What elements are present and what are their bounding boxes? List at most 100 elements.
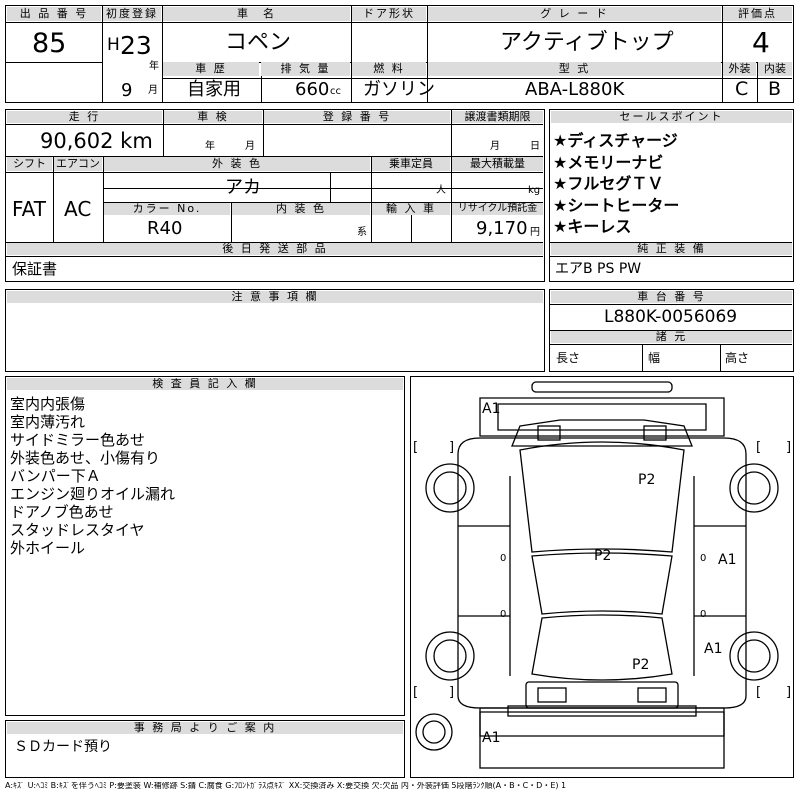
recycle-value: 9,170 [476,218,528,239]
first-reg-header: 初度登録 [103,7,161,21]
grade-value: アクティブトップ [500,30,674,55]
aircon-header: エアコン [54,157,102,171]
aircon-value: AC [64,197,92,221]
reg-month: 9 [121,80,133,101]
bracket: ] [449,685,455,700]
zero-mark: 0 [500,553,507,564]
inspector-note: 外装色あせ、小傷有り [10,449,161,467]
year-unit: 年 [149,61,159,72]
ext-color-value: アカ [225,177,261,198]
month-unit: 月 [148,85,158,96]
sales-points-header: セールスポイント [551,111,792,123]
car-diagram [415,381,779,769]
history-header: 車 歴 [163,62,259,76]
inspection-month: 月 [245,141,255,152]
sales-points-list: ★ディスチャージ ★メモリーナビ ★フルセグＴＶ ★シートヒーター ★キーレス [553,130,679,238]
int-color-unit: 系 [357,227,367,238]
exterior-score: C [735,78,749,100]
displacement-unit: cc [330,86,341,97]
color-no-value: R40 [147,218,183,239]
registration-header: 登 録 番 号 [264,111,450,123]
inspector-note: 室内内張傷 [10,395,86,413]
inspection-header: 車 検 [164,111,262,123]
sales-point-item: ★ディスチャージ [553,131,678,150]
shift-value: FAT [12,197,47,221]
sales-point-item: ★キーレス [553,217,632,236]
chassis-box [549,289,794,372]
int-color-header: 内 装 色 [232,203,370,215]
max-load-header: 最大積載量 [452,157,543,171]
inspector-header: 検 査 員 記 入 欄 [7,378,403,390]
inspector-note: 外ホイール [10,539,86,557]
color-no-header: カラー No. [104,203,230,215]
office-note: ＳＤカード預り [14,739,112,755]
inspector-box [5,376,405,716]
bracket: [ [413,440,419,455]
bracket: ] [786,440,792,455]
inspector-note: ドアノブ色あせ [10,503,114,521]
car-diagram-box [410,376,794,778]
sales-points-box [549,109,794,282]
mileage-value: 90,602 km [40,129,153,153]
door-type-header: ドア形状 [352,7,426,21]
genuine-equipment-value: エアB PS PW [555,261,642,277]
model-code-value: ABA-L880K [525,79,625,100]
interior-score: B [768,78,782,100]
inspector-note: サイドミラー色あせ [10,431,146,449]
inspection-year: 年 [205,141,215,152]
damage-mark: A1 [718,552,737,568]
lot-no-header: 出 品 番 号 [7,7,101,21]
chassis-header: 車 台 番 号 [551,291,792,303]
capacity-unit: 人 [436,185,446,196]
shift-header: シフト [7,157,52,171]
displacement-header: 排 気 量 [261,62,350,76]
damage-mark: P2 [638,472,656,488]
height-label: 高さ [725,351,750,365]
car-name: コペン [225,30,292,55]
damage-mark: A1 [704,641,723,657]
transfer-header: 譲渡書類期限 [452,111,543,123]
transfer-month: 月 [490,141,500,152]
recycle-unit: 円 [530,227,540,238]
car-name-header: 車 名 [163,7,350,21]
lot-number: 85 [32,28,67,59]
sales-point-item: ★シートヒーター [553,195,680,215]
zero-mark: 0 [700,553,707,564]
import-header: 輸 入 車 [372,203,450,215]
inspector-note: スタッドレスタイヤ [10,521,145,539]
length-label: 長さ [556,351,581,365]
recycle-header: リサイクル預託金 [452,203,543,215]
score-header: 評価点 [723,7,792,21]
history-value: 自家用 [187,79,241,100]
later-parts-header: 後 日 発 送 部 品 [7,243,543,255]
inspector-notes-list: 室内内張傷 室内薄汚れ サイドミラー色あせ 外装色あせ、小傷有り バンパー下Ａ … [10,395,175,557]
exterior-header: 外装 [723,62,756,76]
inspector-note: バンパー下Ａ [10,467,101,485]
model-code-header: 型 式 [428,62,721,76]
bracket: ] [449,440,455,455]
bracket: [ [413,685,419,700]
genuine-equipment-header: 純 正 装 備 [551,243,792,255]
damage-mark: P2 [594,548,612,564]
office-box [5,720,405,778]
bracket: [ [756,440,762,455]
later-parts-value: 保証書 [12,260,58,278]
max-load-unit: kg [528,185,541,196]
fuel-header: 燃 料 [352,62,426,76]
mileage-header: 走 行 [7,111,162,123]
mid-info-box [5,109,545,282]
zero-mark: 0 [700,609,707,620]
damage-mark: P2 [632,657,650,673]
bracket: ] [786,685,792,700]
damage-mark: A1 [482,401,501,417]
displacement-value: 660 [295,79,330,100]
chassis-value: L880K-0056069 [604,307,738,327]
reg-year: 23 [120,31,152,60]
office-header: 事 務 局 よ り ご 案 内 [7,722,403,734]
legend-text: A:ｷｽﾞ U:ﾍｺﾐ B:ｷｽﾞを伴うﾍｺﾐ P:要塗装 W:補修跡 S:錆 … [5,782,567,790]
inspector-note: 室内薄汚れ [10,413,86,431]
grade-header: グ レ ー ド [428,7,721,21]
score-value: 4 [752,26,770,59]
fuel-value: ガソリン [363,79,435,100]
era-letter: H [107,35,120,55]
